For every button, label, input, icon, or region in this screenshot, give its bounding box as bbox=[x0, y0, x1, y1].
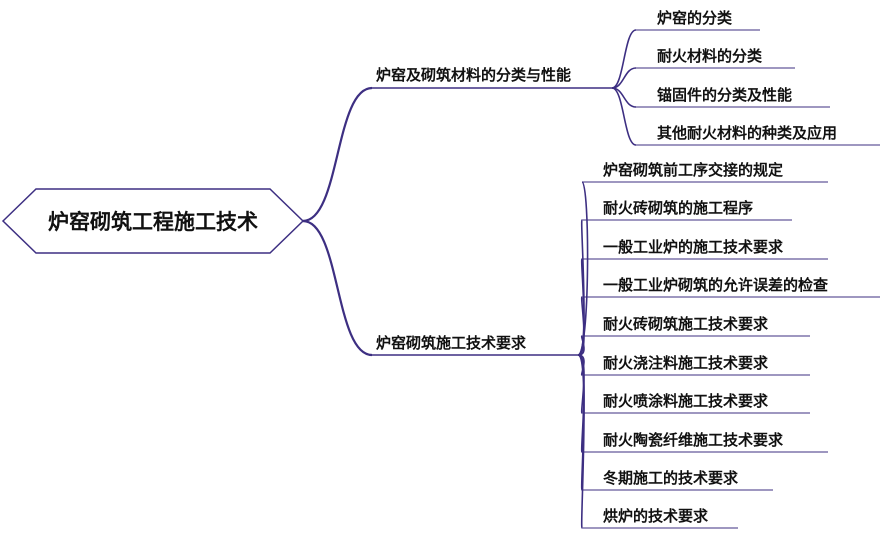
leaf-label-handover: 炉窑砌筑前工序交接的规定 bbox=[603, 161, 783, 179]
branch-label-materials: 炉窑及砌筑材料的分类与性能 bbox=[376, 66, 571, 84]
list-item[interactable]: 耐火材料的分类 bbox=[636, 47, 795, 69]
list-item[interactable]: 一般工业炉砌筑的允许误差的检查 bbox=[582, 276, 880, 298]
leaf-label-furnace-classification: 炉窑的分类 bbox=[657, 9, 733, 27]
list-item[interactable]: 烘炉的技术要求 bbox=[582, 507, 738, 529]
list-item[interactable]: 耐火喷涂料施工技术要求 bbox=[582, 392, 810, 414]
branch-node-materials[interactable]: 炉窑及砌筑材料的分类与性能 bbox=[372, 66, 612, 89]
list-item[interactable]: 耐火陶瓷纤维施工技术要求 bbox=[582, 431, 828, 453]
leaf-label-tolerance-check: 一般工业炉砌筑的允许误差的检查 bbox=[603, 276, 829, 294]
branch-1-connectors bbox=[611, 29, 637, 146]
connector-b1-c4 bbox=[611, 87, 637, 146]
root-node[interactable]: 炉窑砌筑工程施工技术 bbox=[1, 188, 305, 254]
connector-b2-c3 bbox=[577, 258, 585, 356]
list-item[interactable]: 耐火砖砌筑施工技术要求 bbox=[582, 315, 810, 337]
connector-b1-c1 bbox=[611, 29, 637, 89]
leaf-label-winter-requirements: 冬期施工的技术要求 bbox=[603, 469, 739, 487]
leaf-label-general-furnace: 一般工业炉的施工技术要求 bbox=[603, 238, 784, 256]
connector-root-branch-1 bbox=[302, 86, 373, 223]
branch-label-construction: 炉窑砌筑施工技术要求 bbox=[376, 334, 527, 352]
connector-b2-c5 bbox=[577, 335, 585, 356]
list-item[interactable]: 炉窑的分类 bbox=[636, 9, 760, 31]
list-item[interactable]: 耐火砖砌筑的施工程序 bbox=[582, 199, 792, 221]
list-item[interactable]: 冬期施工的技术要求 bbox=[582, 469, 773, 491]
leaf-label-other-refractory: 其他耐火材料的种类及应用 bbox=[657, 124, 837, 142]
branch-2-connectors bbox=[577, 181, 589, 529]
list-item[interactable]: 锚固件的分类及性能 bbox=[636, 86, 830, 108]
connector-b2-c4 bbox=[577, 296, 585, 356]
root-connectors bbox=[302, 86, 373, 357]
leaf-label-castable-requirements: 耐火浇注料施工技术要求 bbox=[603, 354, 769, 372]
list-item[interactable]: 一般工业炉的施工技术要求 bbox=[582, 238, 828, 260]
leaf-label-gunning-requirements: 耐火喷涂料施工技术要求 bbox=[603, 392, 769, 410]
branch-node-construction[interactable]: 炉窑砌筑施工技术要求 bbox=[372, 334, 578, 356]
leaf-label-anchor-classification: 锚固件的分类及性能 bbox=[657, 86, 792, 104]
leaf-label-brick-requirements: 耐火砖砌筑施工技术要求 bbox=[603, 315, 769, 333]
list-item[interactable]: 耐火浇注料施工技术要求 bbox=[582, 354, 810, 376]
root-label: 炉窑砌筑工程施工技术 bbox=[48, 210, 258, 234]
list-item[interactable]: 其他耐火材料的种类及应用 bbox=[636, 124, 880, 146]
connector-b1-c2 bbox=[611, 67, 637, 89]
leaf-label-refractory-classification: 耐火材料的分类 bbox=[657, 47, 763, 65]
leaf-label-drying-requirements: 烘炉的技术要求 bbox=[603, 507, 709, 525]
connector-root-branch-2 bbox=[302, 219, 373, 357]
leaf-label-brick-procedure: 耐火砖砌筑的施工程序 bbox=[603, 199, 753, 217]
leaf-label-fiber-requirements: 耐火陶瓷纤维施工技术要求 bbox=[603, 431, 784, 449]
list-item[interactable]: 炉窑砌筑前工序交接的规定 bbox=[582, 161, 828, 183]
connector-b2-c10 bbox=[577, 354, 585, 529]
